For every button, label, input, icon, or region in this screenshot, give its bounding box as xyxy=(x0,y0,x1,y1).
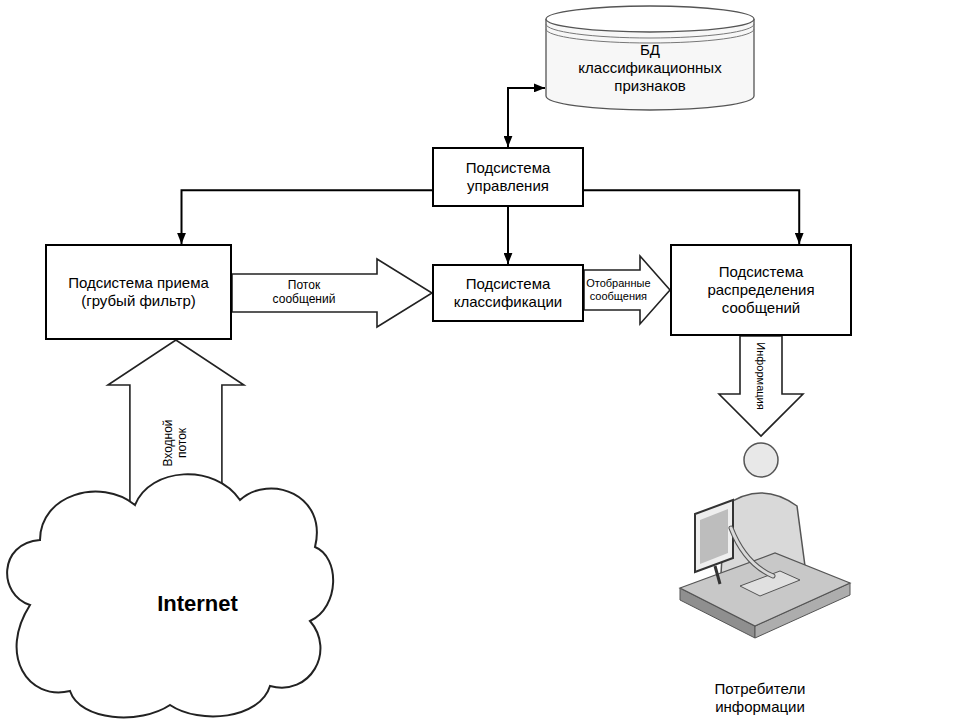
flow-label: Входной поток xyxy=(162,413,190,473)
process-box: Подсистема распределения сообщений xyxy=(670,244,852,336)
flow-block-arrow xyxy=(584,256,670,324)
control-arrow xyxy=(508,88,545,147)
flow-label: Поток сообщений xyxy=(264,279,344,307)
cloud-outline xyxy=(0,455,335,724)
control-arrow xyxy=(182,190,432,244)
flow-block-arrow xyxy=(232,259,432,327)
control-arrow xyxy=(507,207,509,264)
node-label: Потребители информации xyxy=(700,680,820,716)
flow-label: Информация xyxy=(755,342,768,409)
flow-label: Отобранные сообщения xyxy=(583,277,653,302)
process-box: Подсистема приема (грубый фильтр) xyxy=(45,244,232,340)
internet-cloud: Internet xyxy=(0,455,335,724)
node-label: Подсистема классификации xyxy=(444,275,572,311)
node-label: Подсистема приема (грубый фильтр) xyxy=(57,274,220,310)
process-box: Подсистема управления xyxy=(432,147,584,207)
user-icon: Потребители информации xyxy=(665,436,855,720)
cloud-label: Internet xyxy=(157,591,238,617)
user-at-computer-icon xyxy=(665,436,855,720)
node-label: БД классификационных признаков xyxy=(575,41,725,95)
node-label: Подсистема распределения сообщений xyxy=(682,263,840,317)
flow-block-arrow xyxy=(719,336,803,436)
control-arrow xyxy=(584,190,799,244)
database-cylinder: БД классификационных признаков xyxy=(545,5,755,110)
process-box: Подсистема классификации xyxy=(432,264,584,322)
node-label: Подсистема управления xyxy=(444,159,572,195)
